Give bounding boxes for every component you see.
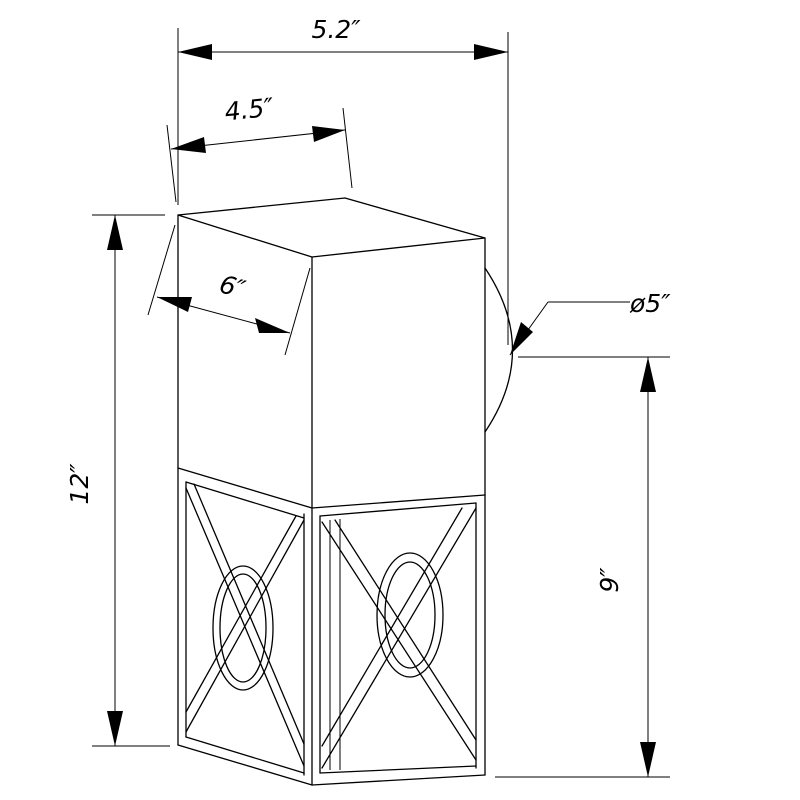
dim-height: 12″ xyxy=(65,214,170,747)
dim-label-width: 4.5″ xyxy=(223,92,276,126)
cage-left-ring xyxy=(212,565,274,691)
box-top-face xyxy=(177,197,486,258)
dim-label-backplate-diameter: ø5″ xyxy=(629,289,671,318)
dim-label-front-depth: 6″ xyxy=(216,269,249,304)
dim-width: 4.5″ xyxy=(166,92,353,203)
dim-front-depth: 6″ xyxy=(147,224,311,356)
cage-front-face xyxy=(311,494,486,786)
dim-label-mount-height: 9″ xyxy=(595,567,624,593)
lantern-top-box xyxy=(177,197,486,509)
dim-mount-height: 9″ xyxy=(495,356,670,778)
dim-label-height: 12″ xyxy=(65,463,94,505)
dim-overall-depth: 5.2″ xyxy=(177,15,509,345)
dim-label-overall-depth: 5.2″ xyxy=(311,15,361,44)
cage-left-face xyxy=(177,467,313,786)
dim-backplate-diameter: ø5″ xyxy=(509,289,671,356)
cage-front-ring xyxy=(376,552,444,678)
